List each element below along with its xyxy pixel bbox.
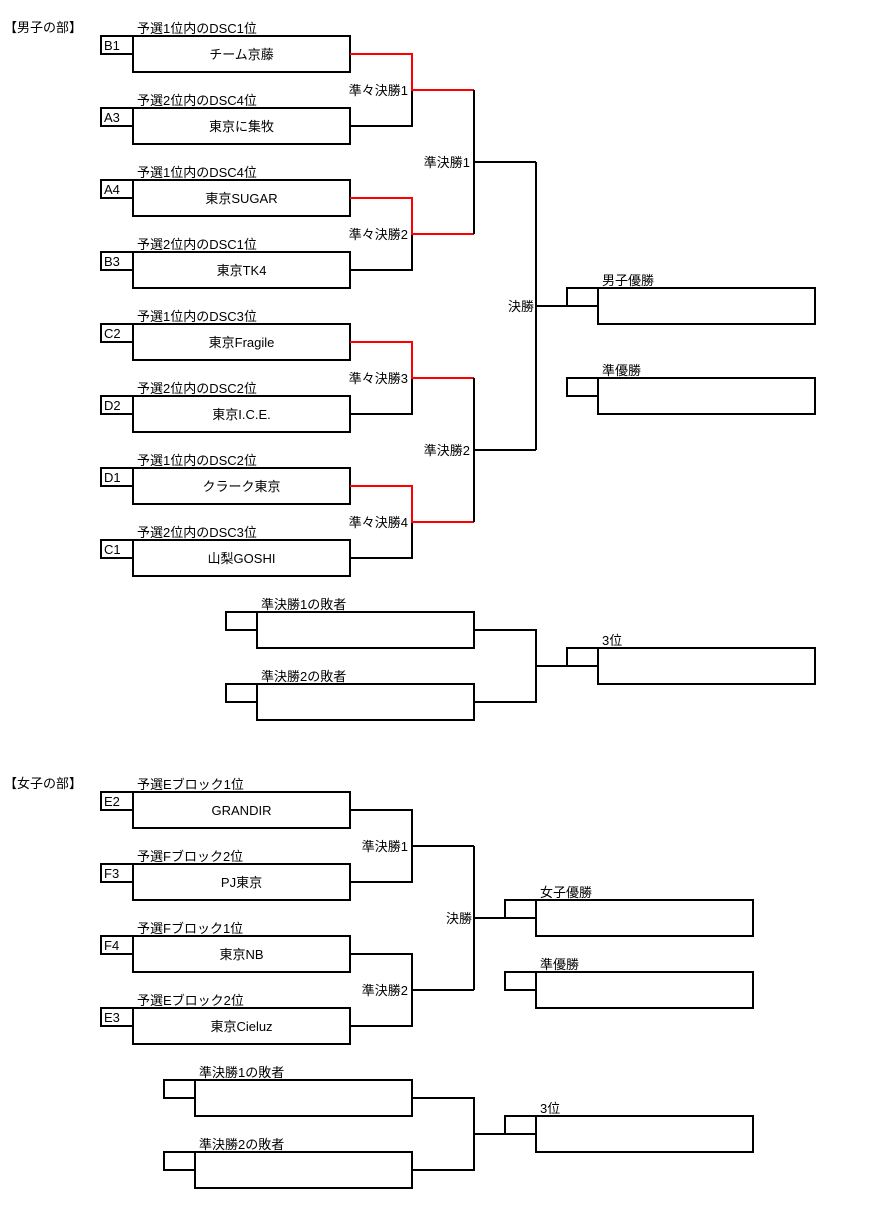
team-name: 東京Cieluz	[210, 1019, 273, 1034]
qf-connector	[350, 378, 413, 415]
qf-winner-path	[350, 485, 474, 523]
team-name: 東京に集牧	[208, 119, 274, 134]
quarterfinal-label: 準々決勝3	[348, 371, 408, 386]
third-place-box	[535, 1115, 754, 1153]
semifinal-label: 準決勝1	[361, 839, 408, 854]
qualification-label: 予選Fブロック1位	[137, 921, 244, 936]
qualification-label: 予選1位内のDSC4位	[137, 165, 257, 180]
section-heading-men: 【男子の部】	[4, 20, 83, 35]
result-seed-box	[566, 377, 599, 397]
seed-label: E3	[104, 1010, 120, 1025]
seed-label: A4	[104, 182, 120, 197]
qf-connector	[350, 522, 413, 559]
qualification-label: 予選1位内のDSC3位	[137, 309, 257, 324]
quarterfinal-label: 準々決勝4	[348, 515, 408, 530]
seed-box	[163, 1079, 196, 1099]
team-name: チーム京藤	[209, 47, 274, 62]
team-name: 東京I.C.E.	[212, 407, 271, 422]
final-label: 決勝	[445, 911, 472, 926]
seed-label: E2	[104, 794, 120, 809]
loser-box	[194, 1151, 413, 1189]
seed-label: A3	[104, 110, 120, 125]
seed-label: B1	[104, 38, 120, 53]
team-name: 東京Fragile	[208, 335, 275, 350]
result-seed-box	[504, 1115, 537, 1135]
semifinal-loser-label: 準決勝2の敗者	[261, 669, 347, 684]
seed-label: B3	[104, 254, 120, 269]
team-name: GRANDIR	[211, 803, 272, 818]
runner-up-box	[535, 971, 754, 1009]
seed-box	[163, 1151, 196, 1171]
team-name: クラーク東京	[202, 479, 281, 494]
semifinal-label: 準決勝2	[423, 443, 470, 458]
champion-box	[535, 899, 754, 937]
result-seed-box	[566, 287, 599, 307]
result-seed-box	[504, 971, 537, 991]
qf-winner-path	[350, 197, 474, 235]
qualification-label: 予選2位内のDSC4位	[137, 93, 257, 108]
semifinal-loser-label: 準決勝1の敗者	[261, 597, 347, 612]
champion-box	[597, 287, 816, 325]
seed-box	[225, 611, 258, 631]
runner-up-box-label: 準優勝	[602, 363, 642, 378]
team-name: 東京NB	[219, 947, 264, 962]
semifinal-label: 準決勝2	[361, 983, 408, 998]
result-seed-box	[504, 899, 537, 919]
seed-label: C1	[104, 542, 121, 557]
loser-box	[256, 611, 475, 649]
qualification-label: 予選Eブロック1位	[137, 777, 244, 792]
qf-winner-path	[350, 53, 474, 91]
qualification-label: 予選Fブロック2位	[137, 849, 244, 864]
team-name: 東京TK4	[216, 263, 267, 278]
third-place-connector	[474, 629, 537, 703]
qf-connector	[350, 234, 413, 271]
qualification-label: 予選Eブロック2位	[137, 993, 244, 1008]
loser-box	[256, 683, 475, 721]
seed-label: D2	[104, 398, 121, 413]
third-place-box-label: 3位	[540, 1101, 561, 1116]
semifinal-loser-label: 準決勝2の敗者	[199, 1137, 285, 1152]
qf-connector	[350, 90, 413, 127]
seed-label: F4	[104, 938, 120, 953]
quarterfinal-label: 準々決勝1	[348, 83, 408, 98]
champion-box-label: 男子優勝	[602, 273, 655, 288]
final-label: 決勝	[507, 299, 534, 314]
team-name: PJ東京	[220, 875, 263, 890]
runner-up-box	[597, 377, 816, 415]
third-place-connector	[412, 1097, 475, 1171]
qualification-label: 予選2位内のDSC1位	[137, 237, 257, 252]
champion-box-label: 女子優勝	[540, 885, 593, 900]
qf-winner-path	[350, 341, 474, 379]
qualification-label: 予選2位内のDSC3位	[137, 525, 257, 540]
seed-label: C2	[104, 326, 121, 341]
semifinal-label: 準決勝1	[423, 155, 470, 170]
semifinal-loser-label: 準決勝1の敗者	[199, 1065, 285, 1080]
qualification-label: 予選1位内のDSC2位	[137, 453, 257, 468]
result-seed-box	[566, 647, 599, 667]
loser-box	[194, 1079, 413, 1117]
seed-label: D1	[104, 470, 121, 485]
quarterfinal-label: 準々決勝2	[348, 227, 408, 242]
third-place-box	[597, 647, 816, 685]
qualification-label: 予選1位内のDSC1位	[137, 21, 257, 36]
team-name: 東京SUGAR	[205, 191, 278, 206]
third-place-box-label: 3位	[602, 633, 623, 648]
seed-label: F3	[104, 866, 120, 881]
qualification-label: 予選2位内のDSC2位	[137, 381, 257, 396]
seed-box	[225, 683, 258, 703]
section-heading-women: 【女子の部】	[4, 776, 83, 791]
team-name: 山梨GOSHI	[207, 551, 276, 566]
runner-up-box-label: 準優勝	[540, 957, 580, 972]
